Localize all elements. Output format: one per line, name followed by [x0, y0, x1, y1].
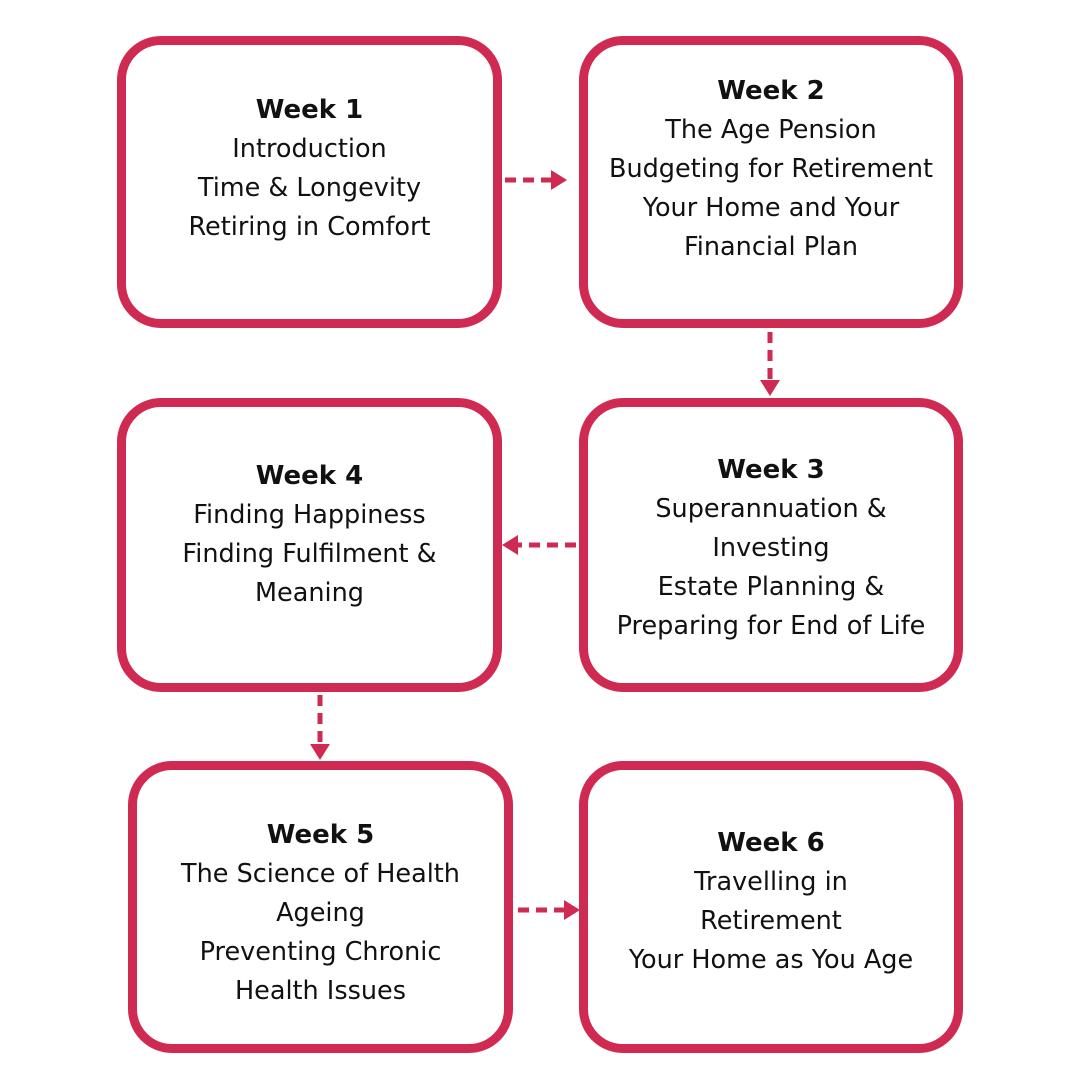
week-6-topic: Your Home as You Age: [628, 945, 914, 975]
arrowhead-week6: [564, 900, 580, 920]
week-3-topic: Superannuation &: [655, 493, 887, 524]
week-5-topic: The Science of Health: [181, 858, 460, 889]
week-6-topic: Travelling in: [694, 867, 848, 897]
arrowhead-week3: [760, 380, 780, 396]
week-3-topic: Investing: [712, 532, 830, 563]
week-4-box: Week 4 Finding Happiness Finding Fulfilm…: [117, 398, 502, 692]
week-3-topic: Preparing for End of Life: [616, 610, 926, 641]
week-5-topic: Preventing Chronic: [199, 936, 442, 967]
week-6-title: Week 6: [717, 828, 825, 858]
week-4-title: Week 4: [255, 461, 364, 491]
week-2-topic: Your Home and Your: [642, 192, 900, 223]
week-2-title: Week 2: [717, 75, 825, 106]
week-3-title: Week 3: [717, 454, 825, 485]
week-2-topic: Financial Plan: [683, 231, 858, 262]
week-4-topic: Finding Happiness: [193, 500, 426, 530]
week-1-topic: Retiring in Comfort: [188, 212, 431, 242]
week-5-title: Week 5: [266, 819, 375, 850]
week-6-topic: Retirement: [700, 906, 842, 936]
week-1-topic: Time & Longevity: [197, 173, 422, 203]
week-3-box: Week 3 Superannuation & Investing Estate…: [579, 398, 963, 692]
week-6-box: Week 6 Travelling in Retirement Your Hom…: [579, 761, 963, 1053]
week-1-box: Week 1 Introduction Time & Longevity Ret…: [117, 36, 502, 328]
arrowhead-week2: [551, 170, 567, 190]
arrowhead-week5: [310, 744, 330, 760]
week-5-topic: Health Issues: [234, 975, 407, 1006]
week-1-title: Week 1: [255, 95, 364, 125]
week-4-topic: Finding Fulfilment &: [182, 539, 437, 569]
week-4-topic: Meaning: [255, 578, 364, 608]
week-5-topic: Ageing: [276, 897, 365, 928]
week-2-topic: The Age Pension: [665, 114, 877, 145]
week-2-box: Week 2 The Age Pension Budgeting for Ret…: [579, 36, 963, 328]
arrowhead-week4: [502, 535, 518, 555]
week-2-topic: Budgeting for Retirement: [608, 153, 934, 184]
week-5-box: Week 5 The Science of Health Ageing Prev…: [128, 761, 513, 1053]
week-3-topic: Estate Planning &: [657, 571, 885, 602]
week-1-topic: Introduction: [232, 134, 387, 164]
